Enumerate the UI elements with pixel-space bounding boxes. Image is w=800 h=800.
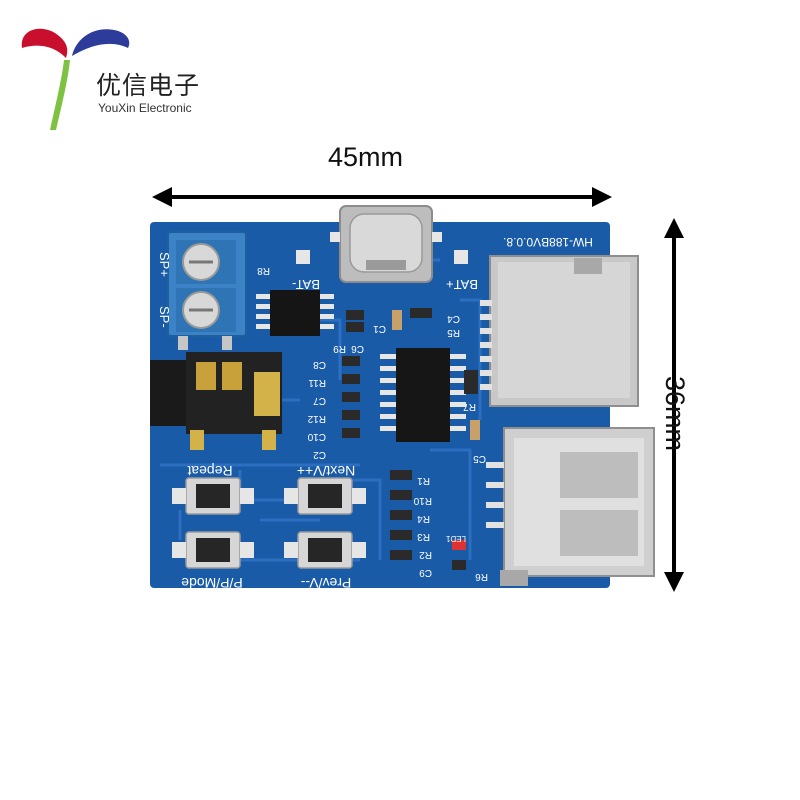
usb-a-port — [486, 427, 655, 586]
silk-c6: C6 — [351, 343, 364, 354]
youxin-logo-icon — [21, 28, 130, 130]
silk-r8: R8 — [257, 265, 270, 276]
silk-sp-plus: SP+ — [157, 252, 172, 277]
button-repeat[interactable] — [172, 477, 254, 515]
silk-c5: C5 — [473, 453, 486, 464]
silk-r1: R1 — [417, 475, 430, 486]
silk-c10: C10 — [307, 431, 326, 442]
silk-prev: Prev/V-- — [300, 575, 351, 591]
silk-r11: R11 — [308, 377, 326, 388]
usb-c-connector — [330, 205, 442, 283]
brand-name-english: YouXin Electronic — [98, 101, 192, 115]
silk-r4: R4 — [417, 513, 430, 524]
silk-c8: C8 — [313, 359, 326, 370]
silk-r5: R5 — [447, 327, 460, 338]
silk-repeat: Repeat — [187, 463, 232, 479]
silk-model: HW-188BV0.0.8. — [503, 235, 593, 249]
audio-jack — [150, 352, 282, 450]
smd-components — [342, 308, 480, 570]
silk-bat-minus: BAT- — [292, 277, 320, 292]
silk-c9: C9 — [419, 567, 432, 578]
silk-bat-plus: BAT+ — [446, 277, 478, 292]
silk-r3: R3 — [417, 531, 430, 542]
height-arrow — [664, 218, 684, 592]
silk-led1: LED1 — [445, 534, 466, 543]
silk-next: Next/V++ — [297, 463, 355, 479]
silk-r7: R7 — [463, 401, 476, 412]
silk-c2: C2 — [313, 449, 326, 460]
bat-minus-pad — [296, 250, 310, 264]
width-arrow — [152, 187, 612, 207]
decoder-ic-chip — [380, 348, 466, 442]
button-mode[interactable] — [172, 531, 254, 569]
silk-c1: C1 — [373, 323, 386, 334]
button-prev[interactable] — [284, 531, 366, 569]
microsd-card-slot — [480, 255, 639, 407]
silk-r10: R10 — [413, 495, 432, 506]
silk-mode: P/P/Mode — [181, 575, 243, 591]
bat-plus-pad — [454, 250, 468, 264]
width-dimension-label: 45mm — [328, 142, 404, 172]
silk-sp-minus: SP- — [157, 306, 172, 328]
speaker-screw-terminal — [167, 231, 247, 350]
button-next[interactable] — [284, 477, 366, 515]
silk-c4: C4 — [447, 313, 460, 324]
silk-r2: R2 — [419, 549, 432, 560]
power-ic-chip — [256, 290, 334, 336]
silk-c7: C7 — [313, 395, 326, 406]
silk-r6: R6 — [475, 571, 488, 582]
brand-name-chinese: 优信电子 — [96, 71, 201, 100]
silk-r9: R9 — [333, 343, 346, 354]
silk-r12: R12 — [307, 413, 326, 424]
